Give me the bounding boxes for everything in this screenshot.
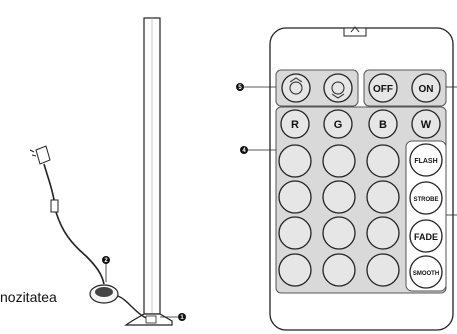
callout-5-number: 5	[238, 85, 242, 91]
color-grid	[278, 144, 400, 287]
white-button[interactable]: W	[411, 109, 441, 139]
color-button[interactable]	[278, 144, 312, 178]
smooth-button-label: SMOOTH	[413, 271, 439, 277]
red-button[interactable]: R	[280, 109, 310, 139]
flash-button-label: FLASH	[414, 158, 437, 165]
callout-4-number: 4	[242, 148, 246, 154]
blue-button-label: B	[379, 119, 387, 131]
callout-5: 5	[236, 83, 276, 91]
off-button-label: OFF	[373, 84, 393, 95]
color-button[interactable]	[366, 180, 400, 214]
brightness-up-icon	[289, 77, 303, 95]
callout-2-number: 2	[104, 258, 108, 264]
color-button[interactable]	[278, 253, 312, 287]
floor-lamp-icon	[124, 17, 173, 326]
on-button[interactable]: ON	[411, 73, 441, 103]
smooth-button[interactable]: SMOOTH	[409, 255, 443, 289]
color-button[interactable]	[366, 253, 400, 287]
fade-button-label: FADE	[414, 232, 438, 242]
color-button[interactable]	[322, 180, 356, 214]
strobe-button[interactable]: STROBE	[409, 181, 443, 215]
brightness-down-button[interactable]	[323, 73, 353, 103]
on-button-label: ON	[419, 84, 434, 95]
callout-4: 4	[240, 146, 276, 154]
green-button[interactable]: G	[323, 109, 353, 139]
red-button-label: R	[291, 119, 299, 131]
white-button-label: W	[421, 119, 432, 131]
callout-1: 1	[160, 313, 186, 321]
green-button-label: G	[334, 119, 343, 131]
color-button[interactable]	[366, 216, 400, 250]
callout-1-number: 1	[180, 315, 184, 321]
color-button[interactable]	[322, 253, 356, 287]
power-adapter-icon	[29, 145, 105, 285]
mode-panel	[405, 140, 447, 292]
color-button[interactable]	[322, 216, 356, 250]
callout-2: 2	[102, 256, 110, 282]
color-button[interactable]	[278, 216, 312, 250]
fade-button[interactable]: FADE	[409, 219, 443, 253]
brightness-down-icon	[331, 81, 345, 99]
left-caption: nozitatea	[0, 289, 57, 305]
blue-button[interactable]: B	[368, 109, 398, 139]
color-button[interactable]	[278, 180, 312, 214]
flash-button[interactable]: FLASH	[409, 143, 443, 177]
strobe-button-label: STROBE	[413, 197, 438, 203]
inline-switch-icon	[89, 284, 147, 319]
brightness-up-button[interactable]	[281, 73, 311, 103]
off-button[interactable]: OFF	[368, 73, 398, 103]
remote-control: OFF ON R G B W	[269, 26, 454, 331]
color-button[interactable]	[322, 144, 356, 178]
color-button[interactable]	[366, 144, 400, 178]
